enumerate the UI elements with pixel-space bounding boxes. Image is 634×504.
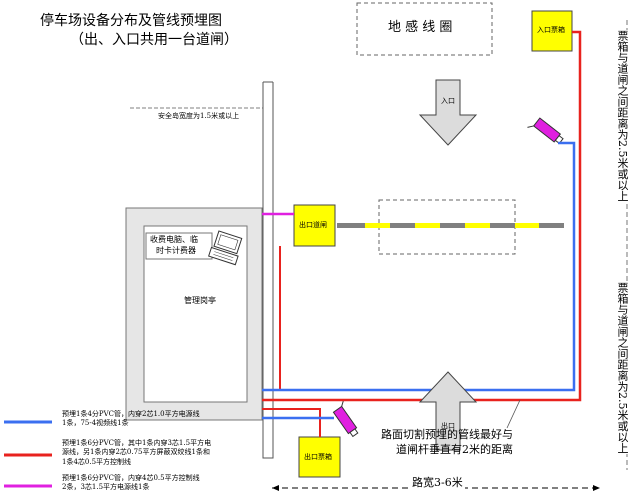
ticket-distance-right: 票箱与道闸之间距离为2.5米或以上	[614, 30, 630, 202]
loop-detector-box	[356, 2, 493, 56]
booth-equipment-line1: 收费电脑、临	[150, 235, 198, 244]
loop-detector-label: 地 感 线 圈	[388, 20, 453, 35]
ticket-distance-lower: 票箱与道闸之间距离为2.5米或以上	[614, 282, 630, 454]
exit-barrier-box	[293, 204, 336, 247]
note-leader-line	[506, 399, 521, 429]
camera-icon-entry	[527, 117, 564, 145]
exit-ticket-box	[298, 436, 341, 478]
booth-label: 管理岗亭	[184, 296, 216, 305]
island-outline	[262, 82, 274, 459]
legend-text-blue: 预埋1条4分PVC管，内穿2芯1.0平方电源线1条，75-4视频线1条	[62, 410, 200, 428]
blue-conduit-entry-camera	[262, 141, 576, 392]
road-width-arrow-right	[593, 485, 600, 491]
red-conduit-exit	[262, 408, 321, 437]
road-width-arrow-left	[272, 485, 279, 491]
exit-ticket-box-label: 出口票箱	[304, 453, 332, 461]
island-width-label: 安全岛宽度为1.5米或以上	[158, 112, 240, 120]
legend-text-red: 预埋1条6分PVC管，其中1条内穿3芯1.5平方电源线，另1条内穿2芯0.75平…	[62, 439, 212, 466]
page-title: 停车场设备分布及管线预埋图	[40, 13, 222, 29]
barrier-arm	[337, 223, 564, 228]
entry-ticket-box-label: 入口票箱	[537, 26, 565, 34]
booth-equipment-line2: 时卡计费器	[156, 246, 196, 255]
exit-barrier-label: 出口道闸	[299, 221, 327, 229]
road-width-label: 路宽3-6米	[410, 476, 465, 490]
legend-text-magenta: 预埋1条6分PVC管，内穿4芯0.5平方控制线2条，3芯1.5平方电源线1条	[62, 474, 200, 492]
page-subtitle: （出、入口共用一台道闸）	[70, 32, 238, 48]
exit-arrow-icon	[418, 371, 478, 451]
exit-arrow-label: 出口	[441, 422, 455, 430]
entry-arrow-label: 入口	[441, 97, 455, 105]
camera-icon-exit	[332, 400, 359, 438]
entry-arrow-icon	[418, 79, 478, 146]
road-note-line1: 路面切割预埋的管线最好与	[381, 428, 513, 441]
red-conduit-entry	[262, 30, 582, 402]
computer-icon	[208, 230, 243, 266]
road-note-line2: 道闸杆垂直有2米的距离	[396, 443, 513, 456]
booth-equipment-frame	[145, 232, 213, 260]
red-conduit-barrier	[262, 246, 281, 391]
